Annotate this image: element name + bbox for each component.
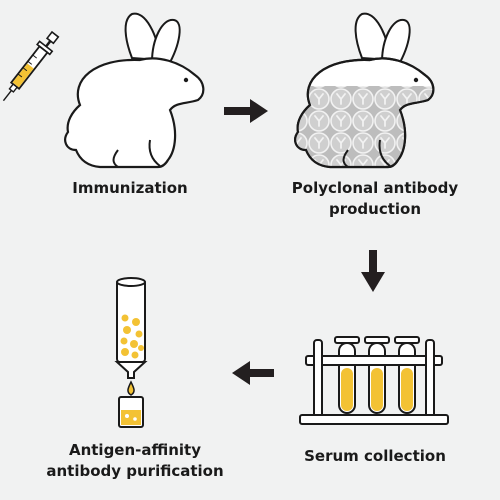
syringe-icon (2, 30, 60, 102)
arrow-right-icon (224, 99, 268, 123)
step-label-serum-collection: Serum collection (304, 447, 446, 465)
step-label-immunization: Immunization (72, 179, 188, 197)
step-label-antibody-production: Polyclonal antibody production (291, 179, 459, 218)
test-tube-rack-icon (299, 336, 449, 425)
rabbit-antibody-icon (294, 12, 435, 169)
rabbit-icon (64, 12, 205, 169)
affinity-column-icon (114, 277, 148, 428)
arrow-down-icon (361, 250, 385, 292)
step-label-antibody-purification: Antigen-affinity antibody purification (46, 441, 224, 480)
arrow-left-icon (232, 361, 274, 385)
